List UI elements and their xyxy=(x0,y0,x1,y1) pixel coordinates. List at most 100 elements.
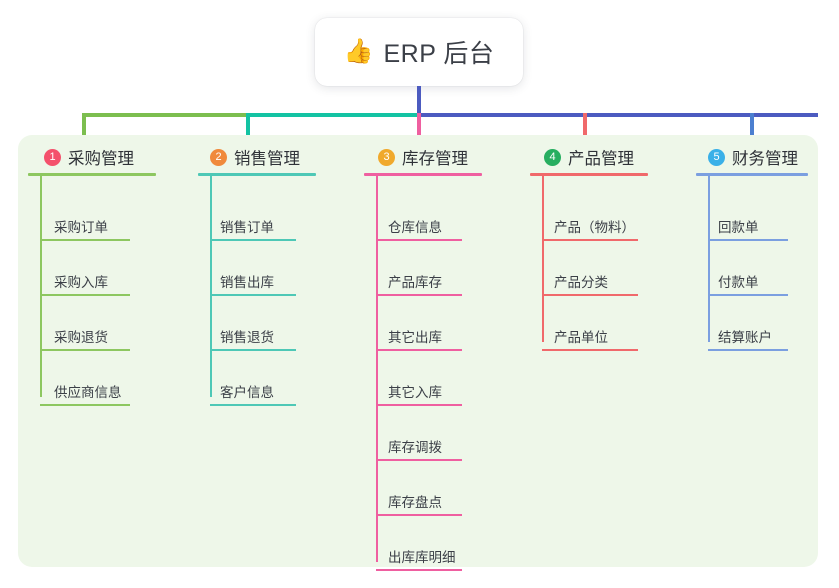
root-node-card[interactable]: 👍 ERP 后台 xyxy=(315,18,523,86)
leaf-rule xyxy=(376,294,462,296)
branch-number-badge-3: 3 xyxy=(378,148,395,166)
leaf-rule xyxy=(40,239,130,241)
leaf-label: 销售出库 xyxy=(220,275,274,290)
branch-number-badge-1: 1 xyxy=(44,148,61,166)
leaf-node[interactable]: 回款单 xyxy=(686,191,818,246)
branch-title-1: 采购管理 xyxy=(68,150,134,168)
leaf-label: 产品（物料） xyxy=(554,220,635,235)
leaf-label: 采购入库 xyxy=(54,275,108,290)
root-title: ERP 后台 xyxy=(383,40,495,68)
leaf-rule xyxy=(40,294,130,296)
branch-header-1[interactable]: 1 采购管理 xyxy=(44,135,188,171)
leaf-label: 回款单 xyxy=(718,220,759,235)
leaf-rule xyxy=(210,404,296,406)
branch-header-rule-2 xyxy=(198,173,316,176)
leaf-rule xyxy=(210,294,296,296)
branch-header-rule-1 xyxy=(28,173,156,176)
leaf-label: 出库库明细 xyxy=(388,550,456,565)
connector-drop-5 xyxy=(750,113,754,151)
leaf-node[interactable]: 销售出库 xyxy=(188,246,354,301)
leaf-node[interactable]: 其它出库 xyxy=(354,301,520,356)
branch-column-sales: 2 销售管理 销售订单销售出库销售退货客户信息 xyxy=(188,135,354,567)
leaf-rule xyxy=(708,239,788,241)
leaf-node[interactable]: 采购入库 xyxy=(18,246,188,301)
branch-trunk-3 xyxy=(376,175,378,562)
branch-title-4: 产品管理 xyxy=(568,150,634,168)
connector-bus-segment-1 xyxy=(82,113,246,117)
leaf-node[interactable]: 采购订单 xyxy=(18,191,188,246)
branch-column-purchasing: 1 采购管理 采购订单采购入库采购退货供应商信息 xyxy=(18,135,188,567)
leaf-rule xyxy=(376,239,462,241)
branch-number-badge-4: 4 xyxy=(544,148,561,166)
leaf-node[interactable]: 销售订单 xyxy=(188,191,354,246)
leaf-node[interactable]: 供应商信息 xyxy=(18,356,188,411)
leaf-label: 采购订单 xyxy=(54,220,108,235)
branch-header-4[interactable]: 4 产品管理 xyxy=(544,135,686,171)
branch-number-badge-5: 5 xyxy=(708,148,725,166)
leaf-label: 采购退货 xyxy=(54,330,108,345)
branch-trunk-4 xyxy=(542,175,544,342)
connector-drop-4 xyxy=(583,113,587,151)
leaf-rule xyxy=(708,349,788,351)
leaf-node[interactable]: 库存调拨 xyxy=(354,411,520,466)
leaf-rule xyxy=(376,459,462,461)
leaf-list-5: 回款单付款单结算账户 xyxy=(686,191,818,356)
branch-column-product: 4 产品管理 产品（物料） 产品分类产品单位 xyxy=(520,135,686,567)
branch-columns: 1 采购管理 采购订单采购入库采购退货供应商信息 2 销售管理 销售订单销售出库… xyxy=(18,135,818,571)
leaf-label: 仓库信息 xyxy=(388,220,442,235)
leaf-node[interactable]: 库存盘点 xyxy=(354,466,520,521)
leaf-node[interactable]: 销售退货 xyxy=(188,301,354,356)
branch-number-badge-2: 2 xyxy=(210,148,227,166)
leaf-label: 库存调拨 xyxy=(388,440,442,455)
branch-trunk-2 xyxy=(210,175,212,397)
leaf-list-4: 产品（物料） 产品分类产品单位 xyxy=(520,191,686,356)
leaf-label: 其它入库 xyxy=(388,385,442,400)
leaf-rule xyxy=(40,404,130,406)
connector-trunk-vertical xyxy=(417,86,421,116)
leaf-label: 客户信息 xyxy=(220,385,274,400)
leaf-label: 库存盘点 xyxy=(388,495,442,510)
leaf-node[interactable]: 采购退货 xyxy=(18,301,188,356)
thumbs-up-icon: 👍 xyxy=(343,38,374,65)
branch-title-2: 销售管理 xyxy=(234,150,300,168)
mindmap-panel: 1 采购管理 采购订单采购入库采购退货供应商信息 2 销售管理 销售订单销售出库… xyxy=(18,135,818,571)
branch-column-finance: 5 财务管理 回款单付款单结算账户 xyxy=(686,135,818,567)
leaf-label: 付款单 xyxy=(718,275,759,290)
branch-header-5[interactable]: 5 财务管理 xyxy=(708,135,818,171)
leaf-label: 供应商信息 xyxy=(54,385,122,400)
leaf-rule xyxy=(542,294,638,296)
leaf-rule xyxy=(376,404,462,406)
leaf-node[interactable]: 产品（物料） xyxy=(520,191,686,246)
leaf-node[interactable]: 结算账户 xyxy=(686,301,818,356)
leaf-node[interactable]: 产品单位 xyxy=(520,301,686,356)
connector-drop-1 xyxy=(82,113,86,151)
leaf-rule xyxy=(210,349,296,351)
leaf-node[interactable]: 其它入库 xyxy=(354,356,520,411)
leaf-rule xyxy=(542,349,638,351)
leaf-node[interactable]: 产品分类 xyxy=(520,246,686,301)
leaf-rule xyxy=(542,239,638,241)
branch-header-3[interactable]: 3 库存管理 xyxy=(378,135,520,171)
leaf-rule xyxy=(40,349,130,351)
branch-header-rule-3 xyxy=(364,173,482,176)
leaf-rule xyxy=(210,239,296,241)
leaf-rule xyxy=(376,569,462,571)
connector-bus-segment-2 xyxy=(246,113,417,117)
leaf-node[interactable]: 仓库信息 xyxy=(354,191,520,246)
leaf-label: 产品单位 xyxy=(554,330,608,345)
branch-title-3: 库存管理 xyxy=(402,150,468,168)
connector-bus-segment-4 xyxy=(750,113,818,117)
branch-trunk-5 xyxy=(708,175,710,342)
leaf-label: 其它出库 xyxy=(388,330,442,345)
leaf-label: 销售订单 xyxy=(220,220,274,235)
connector-drop-3 xyxy=(417,113,421,151)
leaf-list-2: 销售订单销售出库销售退货客户信息 xyxy=(188,191,354,411)
leaf-node[interactable]: 客户信息 xyxy=(188,356,354,411)
leaf-rule xyxy=(376,349,462,351)
leaf-node[interactable]: 付款单 xyxy=(686,246,818,301)
branch-header-rule-5 xyxy=(696,173,808,176)
leaf-node[interactable]: 产品库存 xyxy=(354,246,520,301)
leaf-rule xyxy=(376,514,462,516)
leaf-node[interactable]: 出库库明细 xyxy=(354,521,520,576)
branch-header-2[interactable]: 2 销售管理 xyxy=(210,135,354,171)
